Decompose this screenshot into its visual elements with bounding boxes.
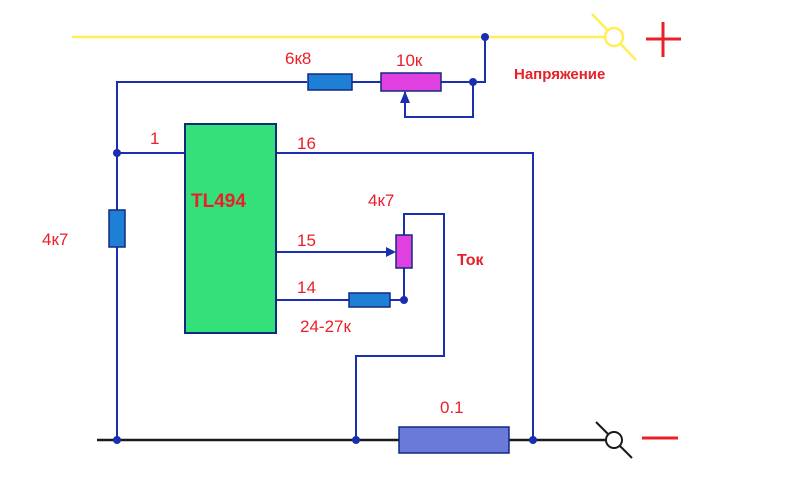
voltage-label: Напряжение xyxy=(514,66,605,83)
current-label: Ток xyxy=(457,252,485,269)
resistor-24-27k xyxy=(348,292,391,308)
resistor-4k7-left xyxy=(108,209,126,248)
wiring xyxy=(116,37,534,440)
junction-dots xyxy=(113,33,489,304)
pin-1-label: 1 xyxy=(150,129,159,148)
potentiometer-10k-label: 10к xyxy=(396,51,423,70)
resistor-4k7-left-label: 4к7 xyxy=(42,230,68,249)
plus-sign-icon xyxy=(646,22,681,57)
ic-name-label: TL494 xyxy=(191,191,246,212)
shunt-label: 0.1 xyxy=(440,398,464,417)
pot-10k-wiper-arrow-icon xyxy=(400,91,410,103)
resistor-6k8-label: 6к8 xyxy=(285,49,311,68)
potentiometer-4k7-label: 4к7 xyxy=(368,191,394,210)
negative-terminal xyxy=(605,431,623,449)
resistor-6k8 xyxy=(307,73,353,91)
pin-15-label: 15 xyxy=(297,231,316,250)
shunt-resistor xyxy=(398,426,510,454)
resistor-24-27k-label: 24-27к xyxy=(300,317,351,336)
positive-terminal xyxy=(603,26,625,48)
potentiometer-4k7 xyxy=(395,234,413,269)
pin-14-label: 14 xyxy=(297,278,316,297)
ground-junction-dots xyxy=(113,436,537,444)
pin-16-label: 16 xyxy=(297,134,316,153)
potentiometer-10k xyxy=(380,72,442,92)
ic-tl494 xyxy=(184,123,277,334)
pot-4k7-wiper-arrow-icon xyxy=(386,247,396,257)
